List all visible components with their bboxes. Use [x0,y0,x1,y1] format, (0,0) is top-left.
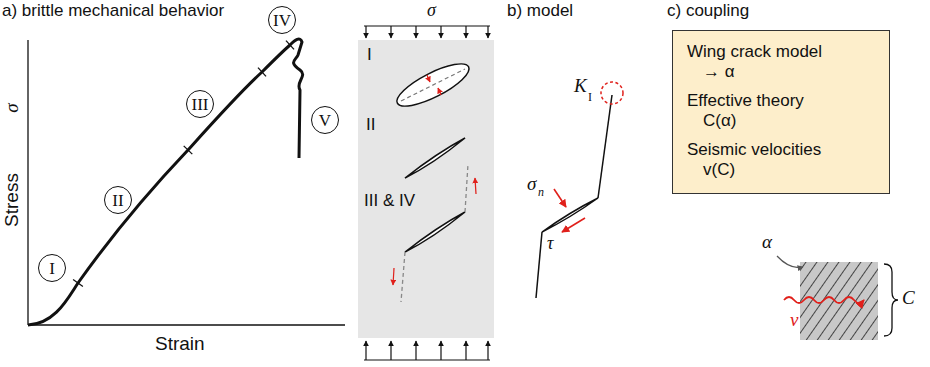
closing-arrow [438,88,441,95]
load-line [364,25,490,26]
roman-numeral: II [112,192,123,209]
wing-crack [465,164,468,212]
stage-number: IV [268,6,296,34]
y-axis [27,40,28,325]
stage-tick [286,41,294,50]
specimen-body [358,40,494,338]
stage-label: III & IV [364,192,415,211]
shear-stress-symbol: τ [547,234,553,254]
stage-number: I [38,254,66,282]
wing-crack [536,232,542,298]
normal-stress-arrow [554,189,566,207]
load-arrows [366,26,488,38]
stress-intensity-symbol: K [574,76,587,97]
stress-symbol: σ [427,1,436,21]
closed-crack [405,138,465,178]
stage-tick [258,68,266,77]
load-arrow [465,26,466,38]
load-arrow [365,26,366,38]
load-line [364,359,490,360]
load-arrow [487,26,488,38]
stage-tick [184,146,193,154]
stage-tick [73,280,83,287]
stage-number: V [311,106,339,134]
load-arrow [415,341,416,360]
subscript: I [588,91,592,104]
seismic-wave [784,297,864,303]
load-arrow [415,26,416,38]
panel-title: a) brittle mechanical behavior [2,2,224,21]
stage-number: II [104,186,132,214]
wing-crack [401,252,405,302]
medium-sketch [777,256,898,340]
load-arrows [366,341,488,360]
stiffness-symbol: C [902,288,915,309]
crack-plane [401,69,465,101]
model-step: Wing crack model → α [687,42,833,82]
normal-stress-symbol: σ [527,174,536,195]
slip-arrow [475,178,476,194]
cracked-medium [800,262,878,340]
closing-arrow [427,75,430,82]
axis-label: Stress [2,173,23,227]
stress-strain-chart [28,39,345,325]
x-axis [28,324,345,325]
roman-numeral: IV [273,12,291,29]
wing-crack [598,95,612,198]
stage-label: II [366,116,375,135]
panel-title: c) coupling [667,2,749,21]
coupling-box: Wing crack model → α Effective theory C(α… [672,30,890,194]
load-arrow [390,26,391,38]
crack-tip-marker [601,82,623,104]
slip-arrow [393,268,394,285]
shear-stress-arrow [562,218,585,232]
main-crack [542,198,598,232]
velocity-symbol: v [790,310,798,331]
model-step: Effective theory C(α) [687,91,833,131]
roman-numeral: V [319,112,331,129]
stage-label: I [367,46,372,65]
axis-label: Strain [155,334,205,355]
crack-pointer [777,256,803,268]
stage-number: III [186,90,214,118]
subscript: n [538,186,544,199]
load-arrow [390,341,391,360]
roman-numeral: I [49,260,55,277]
open-crack [392,56,474,114]
sliding-crack [405,212,465,252]
axis-symbol: σ [2,103,23,112]
load-arrow [487,341,488,360]
stress-strain-curve [28,39,303,325]
wing-crack-model [536,82,623,298]
load-arrow [440,341,441,360]
brace [884,264,898,336]
roman-numeral: III [192,96,209,113]
model-step: Seismic velocities v(C) [687,140,833,180]
panel-title: b) model [507,2,573,21]
load-arrow [365,341,366,360]
specimen [358,26,494,360]
crack-symbol: α [762,232,772,253]
load-arrow [465,341,466,360]
load-arrow [440,26,441,38]
